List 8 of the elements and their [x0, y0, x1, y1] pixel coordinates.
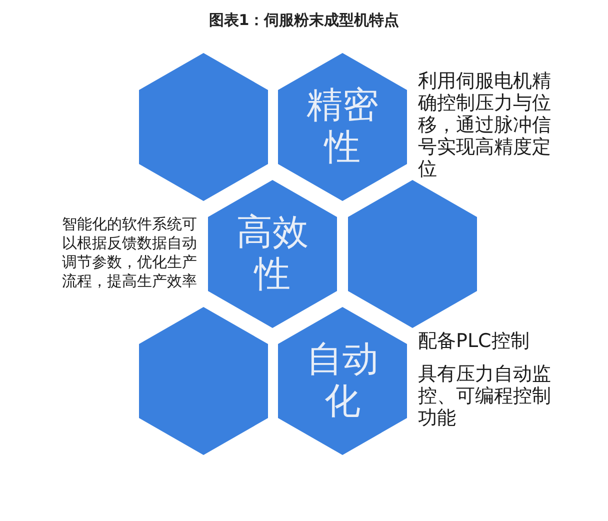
- description-text: 利用伺服电机精确控制压力与位移，通过脉冲信号实现高精度定位: [418, 70, 552, 180]
- description-text: 智能化的软件系统可以根据反馈数据自动调节参数，优化生产流程，提高生产效率: [62, 215, 198, 291]
- chart-title: 图表1：伺服粉末成型机特点: [208, 10, 400, 30]
- tile-label: 自动化: [306, 339, 380, 423]
- tile-label: 精密性: [306, 85, 380, 169]
- tile-label: 高效性: [236, 212, 310, 296]
- description-text: 具有压力自动监控、可编程控制功能: [418, 363, 552, 429]
- description-text: 配备PLC控制: [418, 330, 530, 352]
